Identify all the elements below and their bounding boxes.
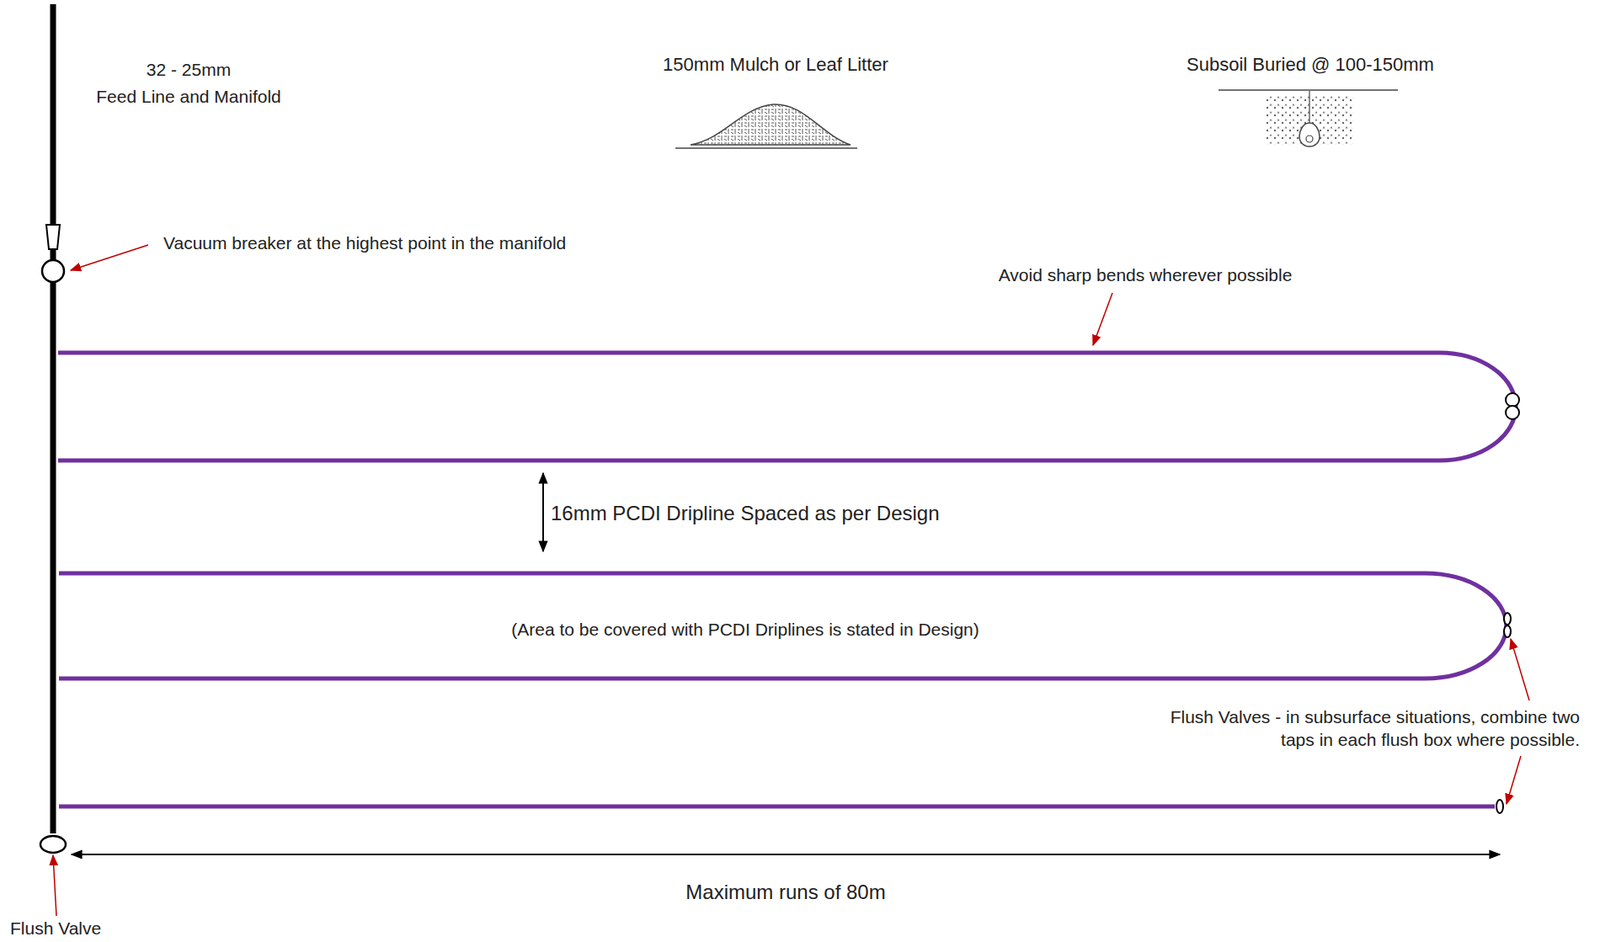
callout-note: Flush Valves - in subsurface situations,… xyxy=(1133,705,1580,752)
leader-lines xyxy=(53,245,1530,917)
area-note: (Area to be covered with PCDI Driplines … xyxy=(511,618,980,641)
vacuum-breaker xyxy=(46,224,60,250)
mulch-illustration xyxy=(675,104,858,149)
dimension-label: Maximum runs of 80m xyxy=(685,879,886,906)
spacing-label: 16mm PCDI Dripline Spaced as per Design xyxy=(550,500,940,527)
spacing-arrow xyxy=(542,473,544,552)
subsoil-label: Subsoil Buried @ 100-150mm xyxy=(1186,53,1435,78)
callout-note: Vacuum breaker at the highest point in t… xyxy=(163,231,566,255)
size-note: 32 - 25mm xyxy=(146,58,231,81)
vacuum-breaker-valve xyxy=(42,260,64,283)
feed-line-label: Feed Line and Manifold xyxy=(96,85,282,108)
callout-note: Flush Valve xyxy=(10,917,102,940)
mulch-label: 150mm Mulch or Leaf Litter xyxy=(662,53,889,78)
flush-valves xyxy=(1496,393,1520,814)
feed-line xyxy=(50,4,57,834)
dimension-arrow xyxy=(71,853,1500,856)
subsoil-illustration xyxy=(1218,90,1398,147)
flush-valve xyxy=(40,836,66,854)
callout-note: Avoid sharp bends wherever possible xyxy=(998,263,1293,287)
